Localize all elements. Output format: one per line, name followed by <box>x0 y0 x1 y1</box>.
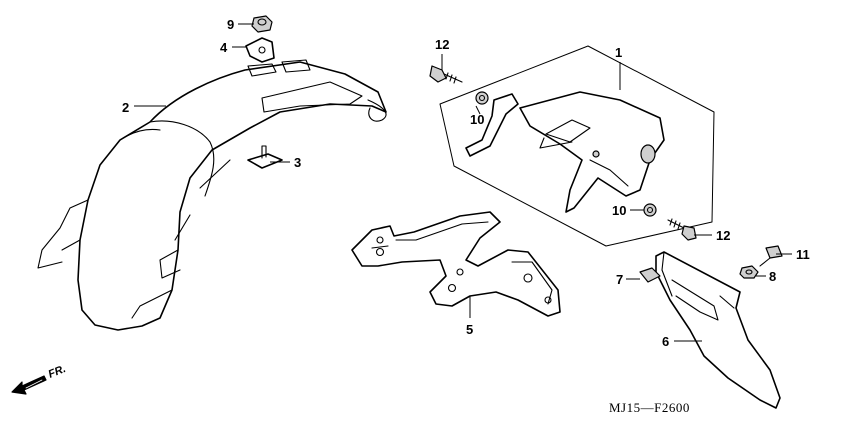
grommet-part[interactable] <box>639 267 661 283</box>
callout-10-upper: 10 <box>470 112 484 127</box>
collar-upper-part[interactable] <box>475 91 489 105</box>
mud-flap-part[interactable] <box>655 251 781 409</box>
front-direction-indicator: FR. <box>11 363 68 395</box>
license-bracket-stay-part[interactable] <box>351 211 561 317</box>
assembly-group-box <box>439 45 715 247</box>
callout-8: 8 <box>769 269 776 284</box>
screw-part[interactable] <box>759 245 783 267</box>
callout-12-lower: 12 <box>716 228 730 243</box>
callout-12-upper: 12 <box>435 37 449 52</box>
nut-part[interactable] <box>739 265 759 279</box>
callout-11: 11 <box>796 247 810 262</box>
front-label: FR. <box>47 363 68 381</box>
callout-7: 7 <box>616 272 623 287</box>
callout-1: 1 <box>615 45 622 60</box>
clip-nut-part[interactable] <box>247 145 283 169</box>
callout-6: 6 <box>662 334 669 349</box>
leader-lines <box>134 23 792 342</box>
callout-5: 5 <box>466 322 473 337</box>
callout-4: 4 <box>220 40 228 55</box>
diagram-code: MJ15—F2600 <box>609 400 690 415</box>
flange-nut-part[interactable] <box>251 15 273 33</box>
fender-cover-part[interactable] <box>519 91 665 213</box>
rear-fender-part[interactable] <box>37 59 387 331</box>
callout-10-lower: 10 <box>612 203 626 218</box>
front-arrow-icon <box>11 375 47 395</box>
callout-3: 3 <box>294 155 301 170</box>
bolt-lower-part[interactable] <box>667 218 697 241</box>
bolt-upper-part[interactable] <box>429 65 463 84</box>
stay-bracket-part[interactable] <box>245 37 275 63</box>
callout-9: 9 <box>227 17 234 32</box>
callout-2: 2 <box>122 100 129 115</box>
cover-stay-part[interactable] <box>465 93 519 157</box>
callouts: 9 4 2 3 1 12 10 10 12 5 7 11 8 6 <box>122 17 810 349</box>
collar-lower-part[interactable] <box>643 203 657 217</box>
